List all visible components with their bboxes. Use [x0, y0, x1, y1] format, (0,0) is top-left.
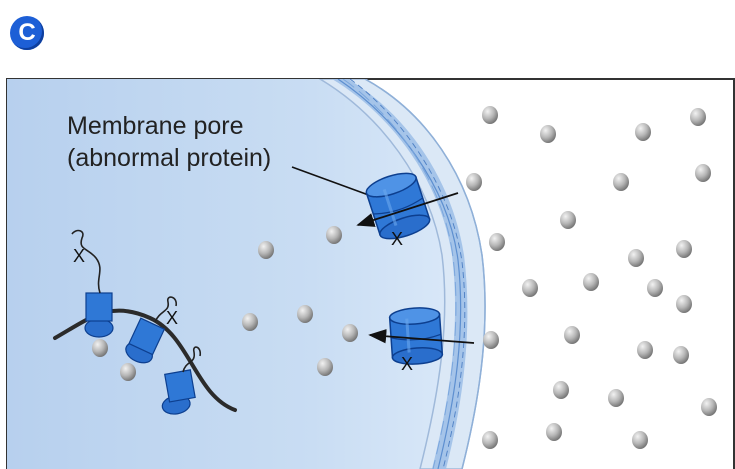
particle [560, 211, 576, 229]
ribosome-1 [85, 293, 113, 337]
particle [482, 431, 498, 449]
abnormal-protein-label: (abnormal protein) [67, 144, 271, 173]
particle [695, 164, 711, 182]
defect-marker-chain-2: X [166, 308, 178, 328]
particle [489, 233, 505, 251]
particle [637, 341, 653, 359]
particle [690, 108, 706, 126]
particle [297, 305, 313, 323]
particle [673, 346, 689, 364]
particle [546, 423, 562, 441]
particle [466, 173, 482, 191]
particle [342, 324, 358, 342]
particle [317, 358, 333, 376]
particle [635, 123, 651, 141]
particle [676, 240, 692, 258]
particle [628, 249, 644, 267]
membrane-pore-label: Membrane pore [67, 112, 243, 141]
particle [522, 279, 538, 297]
particle [540, 125, 556, 143]
particle [258, 241, 274, 259]
particle [564, 326, 580, 344]
particle [647, 279, 663, 297]
membrane-pore-lower [389, 306, 443, 365]
particle [632, 431, 648, 449]
particle [583, 273, 599, 291]
particle [483, 331, 499, 349]
particle [676, 295, 692, 313]
defect-marker-chain-1: X [73, 246, 85, 266]
particle [608, 389, 624, 407]
defect-marker-pore-upper: X [391, 229, 403, 249]
particle [613, 173, 629, 191]
particle [92, 339, 108, 357]
particle [242, 313, 258, 331]
particle [701, 398, 717, 416]
particle [553, 381, 569, 399]
defect-marker-pore-lower: X [401, 354, 413, 374]
particle [120, 363, 136, 381]
particle [482, 106, 498, 124]
particle [326, 226, 342, 244]
